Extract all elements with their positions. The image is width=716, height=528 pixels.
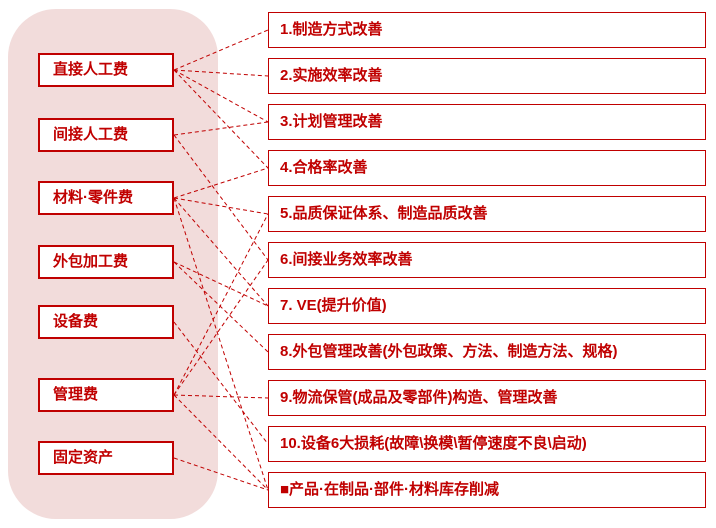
improvement-item-box: 3.计划管理改善 <box>268 104 706 140</box>
cost-category-box: 直接人工费 <box>38 53 174 87</box>
improvement-item-box: 8.外包管理改善(外包政策、方法、制造方法、规格) <box>268 334 706 370</box>
improvement-item-box: 2.实施效率改善 <box>268 58 706 94</box>
cost-category-box: 固定资产 <box>38 441 174 475</box>
cost-category-box: 材料·零件费 <box>38 181 174 215</box>
cost-category-box: 设备费 <box>38 305 174 339</box>
cost-category-box: 管理费 <box>38 378 174 412</box>
improvement-item-box: ■产品·在制品·部件·材料库存削减 <box>268 472 706 508</box>
improvement-item-box: 1.制造方式改善 <box>268 12 706 48</box>
improvement-item-box: 7. VE(提升价值) <box>268 288 706 324</box>
improvement-item-box: 4.合格率改善 <box>268 150 706 186</box>
cost-category-box: 间接人工费 <box>38 118 174 152</box>
improvement-item-box: 5.品质保证体系、制造品质改善 <box>268 196 706 232</box>
improvement-item-box: 9.物流保管(成品及零部件)构造、管理改善 <box>268 380 706 416</box>
improvement-item-box: 10.设备6大损耗(故障\换模\暂停速度不良\启动) <box>268 426 706 462</box>
improvement-item-box: 6.间接业务效率改善 <box>268 242 706 278</box>
cost-category-box: 外包加工费 <box>38 245 174 279</box>
